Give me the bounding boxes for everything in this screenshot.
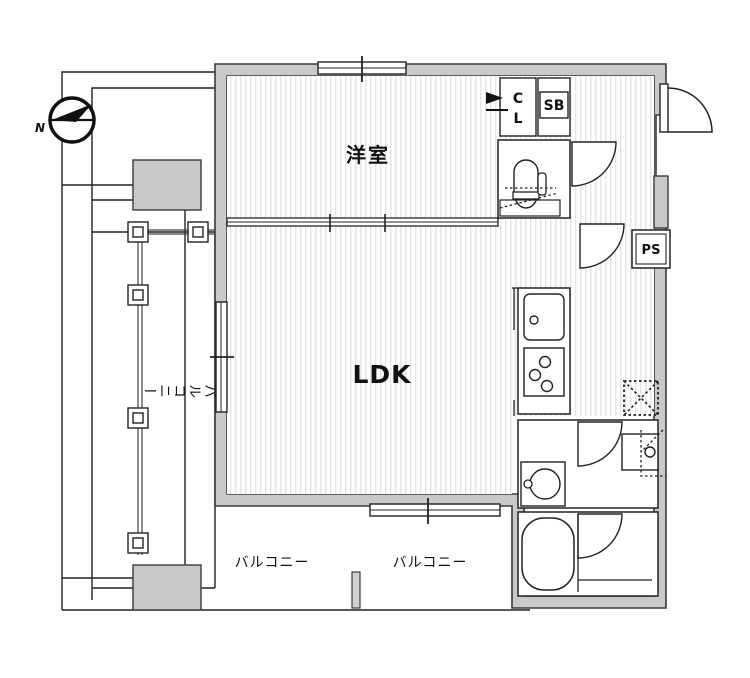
ldk-floor bbox=[227, 216, 512, 494]
burner-icon bbox=[538, 355, 552, 369]
toilet-room bbox=[497, 139, 617, 219]
refrigerator-space bbox=[623, 380, 659, 416]
faucet-icon bbox=[529, 315, 539, 325]
column-lower-left bbox=[132, 564, 202, 611]
railing-post-inner bbox=[132, 226, 144, 238]
bathroom-door-swing[interactable] bbox=[577, 513, 623, 559]
bathtub-fixture bbox=[521, 517, 575, 591]
burner-icon bbox=[528, 368, 542, 382]
washroom bbox=[517, 419, 666, 509]
basin-faucet-icon bbox=[523, 479, 533, 489]
kitchen-sink-fixture bbox=[523, 293, 565, 341]
sliding-partition-washitsu-ldk bbox=[226, 214, 499, 232]
closet-box bbox=[499, 77, 537, 137]
room-label-balcony-south-right: バルコニー bbox=[393, 555, 468, 571]
pipe-shaft bbox=[631, 229, 671, 269]
pipe-shaft-label: PS bbox=[642, 243, 661, 258]
washroom-door-swing[interactable] bbox=[577, 421, 623, 467]
washitsu-floor bbox=[227, 76, 498, 216]
compass-north-label: N bbox=[35, 121, 45, 135]
railing-post-inner bbox=[132, 412, 144, 424]
gas-stove-fixture bbox=[523, 347, 565, 397]
balcony-divider-post bbox=[351, 571, 361, 609]
entrance-door[interactable] bbox=[659, 83, 713, 133]
entry-wall-jog bbox=[653, 175, 669, 229]
shoebox-inner bbox=[539, 91, 569, 119]
burner-icon bbox=[540, 379, 554, 393]
structural-columns bbox=[132, 159, 202, 611]
railing-post-inner bbox=[132, 289, 144, 301]
room-label-ldk: LDK bbox=[352, 360, 412, 389]
railing-post-inner bbox=[132, 537, 144, 549]
sliding-door-south bbox=[369, 498, 501, 524]
room-label-balcony-south-left: バルコニー bbox=[235, 555, 310, 571]
toilet-fixture bbox=[512, 159, 547, 209]
closet-label-line1: C bbox=[513, 91, 523, 107]
compass-needle bbox=[52, 104, 92, 122]
room-label-washitsu: 洋室 bbox=[346, 143, 390, 167]
washing-machine-space bbox=[621, 429, 666, 477]
kitchen bbox=[512, 287, 571, 416]
closet-open-direction-icon bbox=[486, 92, 508, 111]
balcony-railing-west bbox=[127, 221, 215, 555]
toilet-door-swing[interactable] bbox=[571, 141, 617, 187]
north-arrow: N bbox=[35, 96, 96, 144]
ldk-hall-door[interactable] bbox=[579, 223, 625, 269]
ldk-door-swing[interactable] bbox=[579, 223, 625, 269]
washbasin-fixture bbox=[520, 461, 566, 507]
railing-post-inner bbox=[192, 226, 204, 238]
bathroom bbox=[517, 511, 659, 597]
room-label-balcony-west: バルコニー bbox=[143, 382, 218, 398]
entrance-door-leaf[interactable] bbox=[659, 83, 669, 133]
shoebox-label: SB bbox=[544, 98, 565, 114]
entrance-door-swing-arc bbox=[667, 87, 713, 133]
window-west bbox=[210, 301, 234, 413]
closet-and-shoebox bbox=[499, 77, 571, 137]
column-upper-left bbox=[132, 159, 202, 211]
closet-label-line2: L bbox=[514, 111, 523, 127]
window-north bbox=[317, 56, 407, 82]
